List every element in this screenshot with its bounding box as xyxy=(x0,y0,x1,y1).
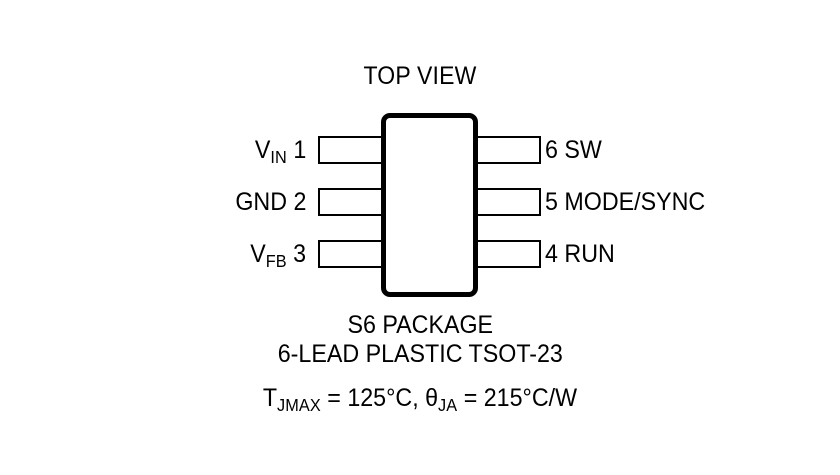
pin-5-number: 5 xyxy=(545,188,558,216)
theta-ja-value: = 215°C/W xyxy=(457,384,578,412)
pin-label-6: 6 SW xyxy=(545,136,606,164)
pin-3-subscript: FB xyxy=(265,250,287,271)
tjmax-subscript: JMAX xyxy=(277,394,321,415)
pin-label-4: 4 RUN xyxy=(545,240,620,268)
pin-lead-3 xyxy=(318,240,386,268)
pin-6-number: 6 xyxy=(545,136,558,164)
pin-1-subscript: IN xyxy=(270,146,287,167)
pin-1-name: V xyxy=(254,136,271,164)
package-body-outline xyxy=(381,113,478,297)
pin-label-2: GND 2 xyxy=(230,188,306,216)
pin-label-3: VFB 3 xyxy=(246,240,306,271)
pin-lead-4 xyxy=(473,240,541,268)
pin-lead-6 xyxy=(473,136,541,164)
pin-5-name: MODE/SYNC xyxy=(564,188,706,216)
pin-label-1: VIN 1 xyxy=(251,136,306,167)
thermal-spec-caption: TJMAX = 125°C, θJA = 215°C/W xyxy=(0,384,840,415)
pin-2-name: GND xyxy=(234,188,287,216)
pin-lead-5 xyxy=(473,188,541,216)
package-name-caption: S6 PACKAGE xyxy=(347,311,493,339)
package-description-caption: 6-LEAD PLASTIC TSOT-23 xyxy=(277,340,563,368)
pin-6-name: SW xyxy=(564,136,602,164)
pin-1-number: 1 xyxy=(293,136,306,164)
theta-ja-subscript: JA xyxy=(438,394,458,415)
pin-label-5: 5 MODE/SYNC xyxy=(545,188,717,216)
pin-lead-2 xyxy=(318,188,386,216)
theta-ja-symbol: θ xyxy=(425,384,439,412)
pin-3-number: 3 xyxy=(293,240,306,268)
pin-3-name: V xyxy=(250,240,266,268)
pin-4-number: 4 xyxy=(545,240,558,268)
pin-4-name: RUN xyxy=(564,240,615,268)
tjmax-symbol: T xyxy=(262,384,278,412)
pin-lead-1 xyxy=(318,136,386,164)
pin-2-number: 2 xyxy=(293,188,306,216)
diagram-title: TOP VIEW xyxy=(363,62,477,90)
tjmax-value: = 125°C, xyxy=(320,384,426,412)
